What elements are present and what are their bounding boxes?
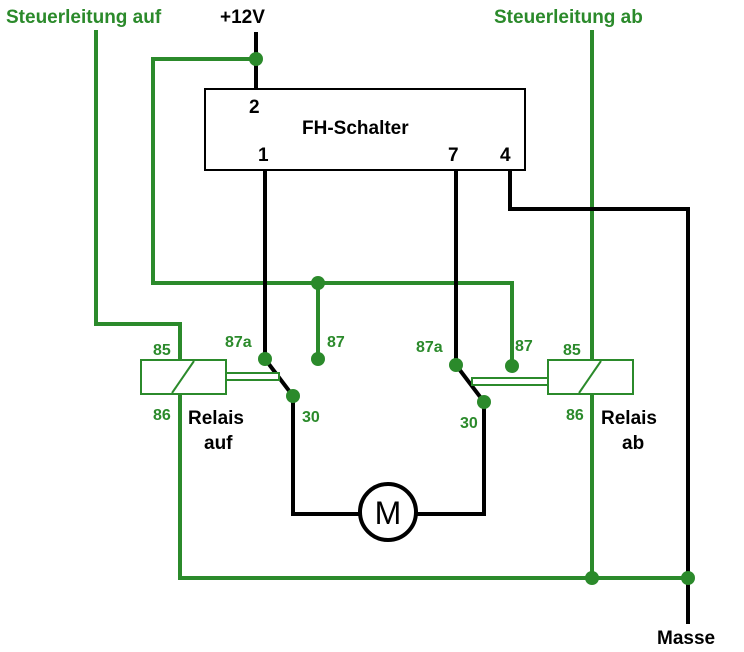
wire-plus12v-branch: [151, 57, 320, 285]
terminal-ab-30: [477, 395, 491, 409]
terminal-auf-87a: [258, 352, 272, 366]
junction-ground-masse: [681, 571, 695, 585]
label-steuerleitung-auf: Steuerleitung auf: [6, 7, 162, 28]
label-ab-30: 30: [460, 415, 478, 432]
label-auf-30: 30: [302, 409, 320, 426]
label-relais-ab-1: Relais: [601, 408, 657, 429]
relais-ab-coil-diagonal: [578, 360, 602, 394]
wire-steuerleitung-auf: [94, 30, 182, 362]
terminal-ab-87a: [449, 358, 463, 372]
terminal-auf-87: [311, 352, 325, 366]
label-steuerleitung-ab: Steuerleitung ab: [494, 7, 643, 28]
label-relais-auf-2: auf: [204, 433, 233, 454]
terminal-auf-30: [286, 389, 300, 403]
wire-pin4-masse: [508, 168, 690, 624]
label-pin-7: 7: [448, 145, 459, 166]
junction-plus12v: [249, 52, 263, 66]
wire-motor-right: [415, 400, 486, 516]
label-fh-schalter: FH-Schalter: [302, 118, 409, 139]
terminal-ab-87: [505, 359, 519, 373]
label-ab-85: 85: [563, 342, 581, 359]
junction-87-bus: [311, 276, 325, 290]
label-pin-4: 4: [500, 145, 511, 166]
motor-circle: [358, 482, 418, 542]
label-auf-85: 85: [153, 342, 171, 359]
label-plus12v: +12V: [220, 7, 265, 28]
label-auf-87a: 87a: [225, 334, 252, 351]
wire-motor-left: [291, 394, 361, 516]
relais-ab-linkage: [471, 377, 549, 386]
label-masse: Masse: [657, 628, 715, 649]
label-ab-87: 87: [515, 338, 533, 355]
wire-relais-auf-86: [178, 392, 690, 580]
label-relais-ab-2: ab: [622, 433, 644, 454]
label-auf-86: 86: [153, 407, 171, 424]
relais-auf-linkage: [225, 372, 280, 381]
junction-ground-ab: [585, 571, 599, 585]
label-ab-86: 86: [566, 407, 584, 424]
label-pin-1: 1: [258, 145, 269, 166]
relais-auf-coil-diagonal: [171, 360, 195, 394]
label-pin-2: 2: [249, 97, 260, 118]
label-auf-87: 87: [327, 334, 345, 351]
wire-87-bus: [316, 281, 514, 368]
label-relais-auf-1: Relais: [188, 408, 244, 429]
label-ab-87a: 87a: [416, 339, 443, 356]
fh-schalter-box: [204, 88, 526, 171]
label-motor: M: [375, 495, 402, 531]
switch-arm-ab: [453, 362, 487, 405]
